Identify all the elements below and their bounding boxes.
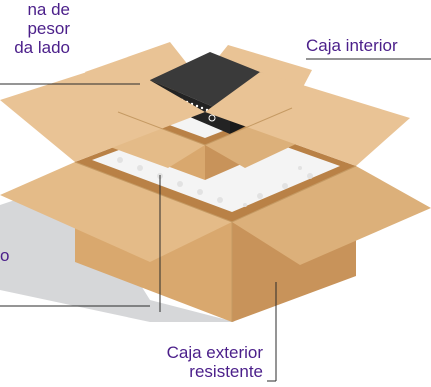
outer-box-flap-front-right: [232, 166, 431, 265]
side-label-fragment: o: [0, 246, 10, 265]
outer-box-label-line-2: resistente: [189, 362, 263, 381]
outer-box-flap-back-right: [205, 72, 410, 166]
foam-label-line-3: da lado: [14, 38, 70, 57]
outer-box-label-line-1: Caja exterior: [166, 343, 263, 362]
packing-peanuts-texture: [117, 148, 313, 207]
box-edge-lines: [74, 107, 357, 322]
outer-box-label: Caja exterior resistente: [120, 343, 263, 381]
leader-lines: [0, 58, 431, 382]
outer-box-flap-front-left: [0, 162, 232, 262]
inner-box-label: Caja interior: [306, 36, 398, 55]
outer-box-flap-back-left: [0, 62, 205, 162]
foam-label: na de pesor da lado: [0, 0, 70, 57]
foam-label-line-1: na de: [27, 0, 70, 19]
foam-label-line-2: pesor: [27, 19, 70, 38]
